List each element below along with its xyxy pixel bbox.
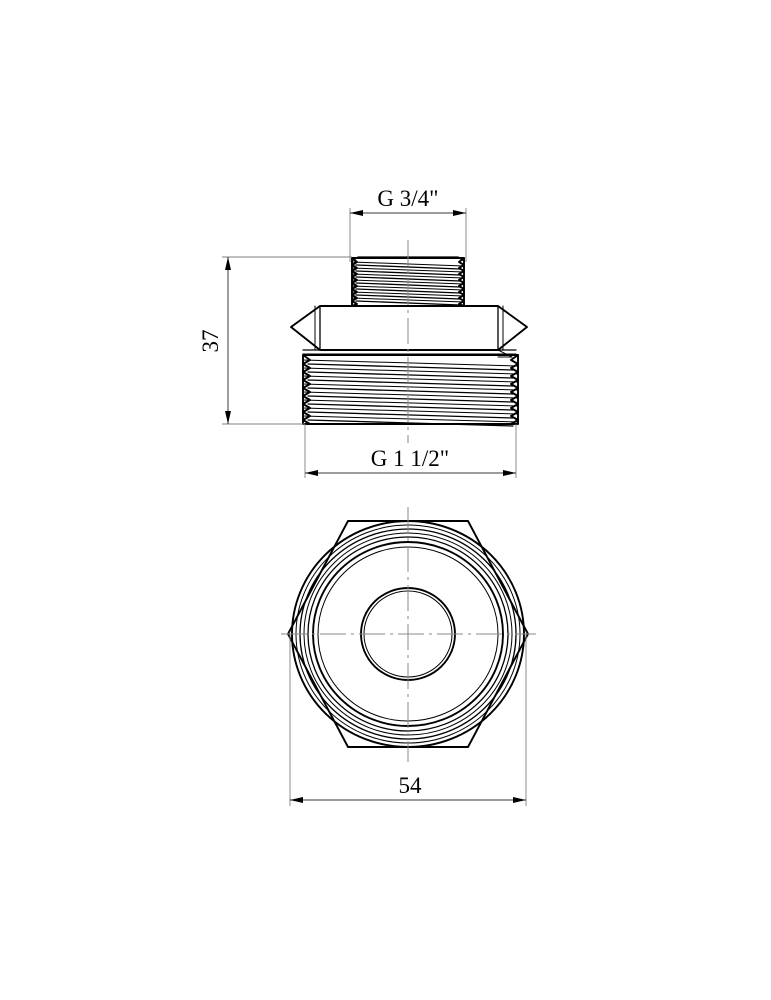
dim-label-large-thread: G 1 1/2"	[371, 446, 449, 471]
dim-label-height: 37	[198, 330, 223, 353]
dimension-large-thread: G 1 1/2"	[304, 424, 517, 478]
dim-label-small-thread: G 3/4"	[377, 186, 438, 211]
large-thread-crest-lines	[302, 359, 519, 423]
dim-label-hex-across-flats: 54	[399, 773, 423, 798]
large-threaded-spigot	[302, 354, 519, 427]
arrowhead-height-top	[225, 257, 231, 270]
dimension-small-thread: G 3/4"	[349, 186, 467, 262]
small-thread-left-profile	[351, 257, 358, 307]
arrowhead-hex-left	[290, 797, 303, 803]
large-thread-right-profile	[510, 354, 519, 425]
arrowhead-large-right	[503, 470, 516, 476]
dimension-hex-across-flats: 54	[289, 634, 527, 806]
arrowhead-hex-right	[513, 797, 526, 803]
small-thread-right-profile	[458, 257, 465, 307]
arrowhead-large-left	[305, 470, 318, 476]
arrowhead-small-left	[350, 210, 363, 216]
arrowhead-small-right	[453, 210, 466, 216]
end-view	[281, 507, 536, 762]
hex-right-chamfer-nick	[497, 349, 513, 358]
arrowhead-height-bottom	[225, 411, 231, 424]
hex-body	[290, 305, 528, 358]
front-elevation-view	[290, 240, 528, 443]
large-thread-root-lines	[307, 363, 514, 427]
hex-body-outline	[290, 305, 528, 351]
large-thread-left-profile	[302, 354, 311, 425]
dimension-height: 37	[198, 256, 352, 425]
